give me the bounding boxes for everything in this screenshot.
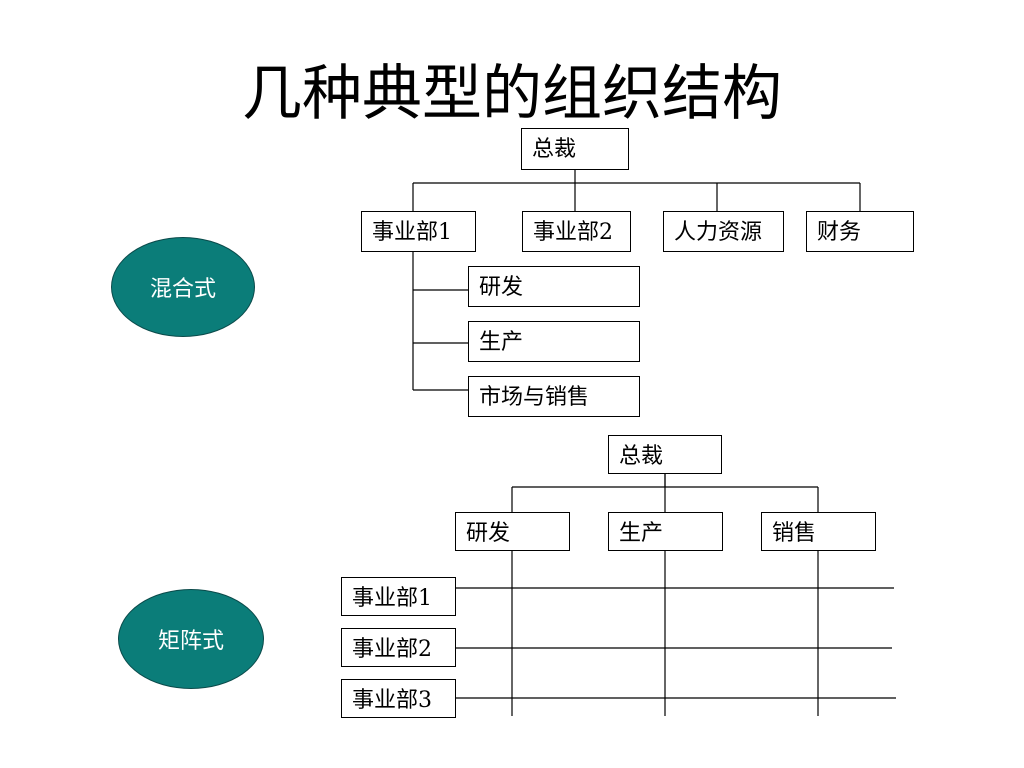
hybrid-president-box: 总裁 xyxy=(521,128,629,170)
hybrid-finance-box: 财务 xyxy=(806,211,914,252)
matrix-label-oval: 矩阵式 xyxy=(118,589,264,689)
matrix-rd-box: 研发 xyxy=(455,512,570,551)
hybrid-division-1-box: 事业部1 xyxy=(361,211,476,252)
matrix-division-3-box: 事业部3 xyxy=(341,679,456,718)
hybrid-label-oval: 混合式 xyxy=(111,237,255,337)
matrix-sales-box: 销售 xyxy=(761,512,876,551)
page-title: 几种典型的组织结构 xyxy=(242,59,782,129)
hybrid-marketing-sales-box: 市场与销售 xyxy=(468,376,640,417)
matrix-president-box: 总裁 xyxy=(608,435,722,474)
hybrid-hr-box: 人力资源 xyxy=(663,211,784,252)
matrix-division-1-box: 事业部1 xyxy=(341,577,456,616)
matrix-production-box: 生产 xyxy=(608,512,723,551)
matrix-division-2-box: 事业部2 xyxy=(341,628,456,667)
hybrid-production-box: 生产 xyxy=(468,321,640,362)
hybrid-division-2-box: 事业部2 xyxy=(522,211,631,252)
hybrid-rd-box: 研发 xyxy=(468,266,640,307)
